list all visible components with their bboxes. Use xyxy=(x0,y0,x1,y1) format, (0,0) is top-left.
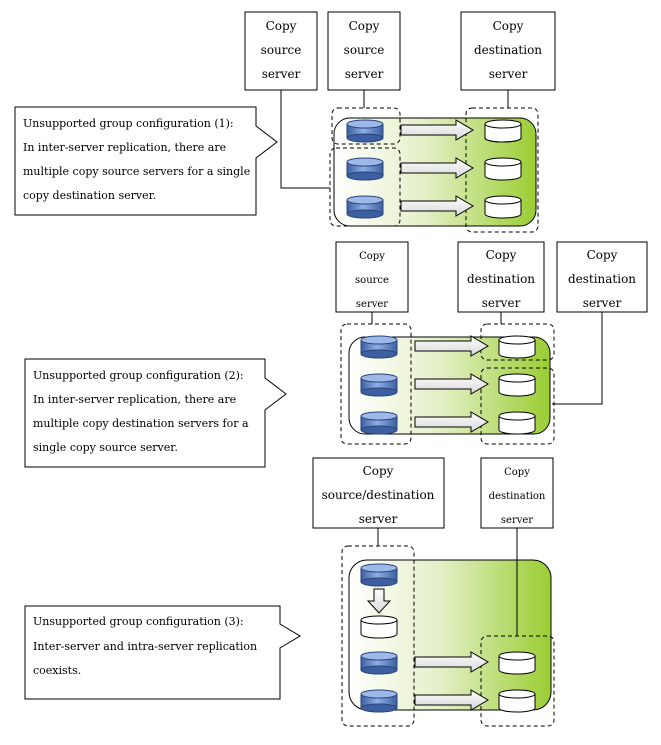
server-label: destination xyxy=(489,491,546,502)
server-region xyxy=(480,367,555,445)
replication-arrow-icon xyxy=(414,411,489,433)
server-region xyxy=(331,107,401,145)
server-region xyxy=(329,147,401,227)
server-label: server xyxy=(583,296,622,310)
destination-disk-icon xyxy=(498,651,536,675)
callout-text: Unsupported group configuration (2): xyxy=(33,369,244,382)
server-label: Copy xyxy=(587,248,618,262)
copy-source-server-box-2 xyxy=(335,241,409,313)
replication-arrow-icon xyxy=(400,157,474,179)
replication-group-area xyxy=(348,559,552,711)
server-label: source xyxy=(261,43,302,57)
server-region xyxy=(341,545,415,727)
server-label: server xyxy=(345,67,384,81)
server-label: server xyxy=(482,296,521,310)
diagram-2: Copy source server Copy destination serv… xyxy=(24,241,648,468)
callout-text: In inter-server replication, there are xyxy=(33,393,236,406)
server-label: destination xyxy=(568,272,636,286)
copy-destination-server-box-3 xyxy=(480,457,554,529)
server-label: server xyxy=(262,67,301,81)
callout-text: Inter-server and intra-server replicatio… xyxy=(33,640,257,653)
server-label: server xyxy=(501,515,533,526)
copy-source-destination-server-box xyxy=(312,457,445,529)
connector-line xyxy=(280,90,330,189)
source-disk-icon xyxy=(346,195,384,219)
copy-source-server-box-1a xyxy=(244,11,318,91)
copy-destination-server-box-2b xyxy=(556,241,648,313)
source-disk-icon xyxy=(360,651,398,675)
diagram-3: Copy source/destination server Copy dest… xyxy=(24,457,555,727)
callout-text: multiple copy source servers for a singl… xyxy=(23,165,250,178)
server-label: Copy xyxy=(486,248,517,262)
server-label: server xyxy=(489,67,528,81)
server-region xyxy=(340,323,412,445)
server-label: Copy xyxy=(349,19,380,33)
callout-text: In inter-server replication, there are xyxy=(23,141,226,154)
copy-source-server-box-1b xyxy=(327,11,401,91)
copy-destination-server-box-2a xyxy=(457,241,545,313)
callout-text: multiple copy destination servers for a xyxy=(33,417,249,430)
source-disk-icon xyxy=(360,335,398,359)
destination-disk-icon xyxy=(498,335,536,359)
callout-text: coexists. xyxy=(33,664,81,677)
source-disk-icon xyxy=(346,119,384,143)
server-label: Copy xyxy=(504,467,530,478)
replication-arrow-icon xyxy=(414,651,489,673)
server-label: source xyxy=(344,43,385,57)
replication-arrow-icon xyxy=(400,195,474,217)
destination-disk-icon xyxy=(484,157,522,181)
callout-box-1 xyxy=(14,106,278,216)
destination-disk-icon xyxy=(498,373,536,397)
connector-line xyxy=(552,312,603,405)
server-region xyxy=(480,635,555,727)
callout-box-2 xyxy=(24,358,287,468)
source-disk-icon xyxy=(360,689,398,713)
source-disk-icon xyxy=(360,563,398,587)
source-disk-icon xyxy=(360,373,398,397)
source-disk-icon xyxy=(346,157,384,181)
server-label: server xyxy=(359,512,398,526)
source-disk-icon xyxy=(360,411,398,435)
intra-replication-arrow-icon xyxy=(366,588,392,614)
callout-box-3 xyxy=(24,605,301,700)
server-label: source/destination xyxy=(322,488,435,502)
server-label: Copy xyxy=(363,464,394,478)
diagram-1: Copy source server Copy source server Co… xyxy=(14,11,556,233)
server-label: Copy xyxy=(266,19,297,33)
destination-disk-icon xyxy=(498,411,536,435)
callout-text: Unsupported group configuration (3): xyxy=(33,615,244,628)
server-label: destination xyxy=(467,272,535,286)
destination-disk-icon xyxy=(498,689,536,713)
server-label: server xyxy=(356,299,388,310)
callout-text: single copy source server. xyxy=(33,441,178,454)
replication-arrow-icon xyxy=(414,689,489,711)
server-label: Copy xyxy=(359,251,385,262)
callout-text: Unsupported group configuration (1): xyxy=(23,117,234,130)
destination-disk-icon xyxy=(484,119,522,143)
callout-text: copy destination server. xyxy=(23,189,156,202)
intra-destination-disk-icon xyxy=(360,615,398,639)
copy-destination-server-box-1 xyxy=(460,11,556,91)
replication-arrow-icon xyxy=(414,373,489,395)
replication-arrow-icon xyxy=(400,119,474,141)
server-label: destination xyxy=(474,43,542,57)
replication-arrow-icon xyxy=(414,335,489,357)
server-label: source xyxy=(355,275,389,286)
server-label: Copy xyxy=(493,19,524,33)
destination-disk-icon xyxy=(484,195,522,219)
